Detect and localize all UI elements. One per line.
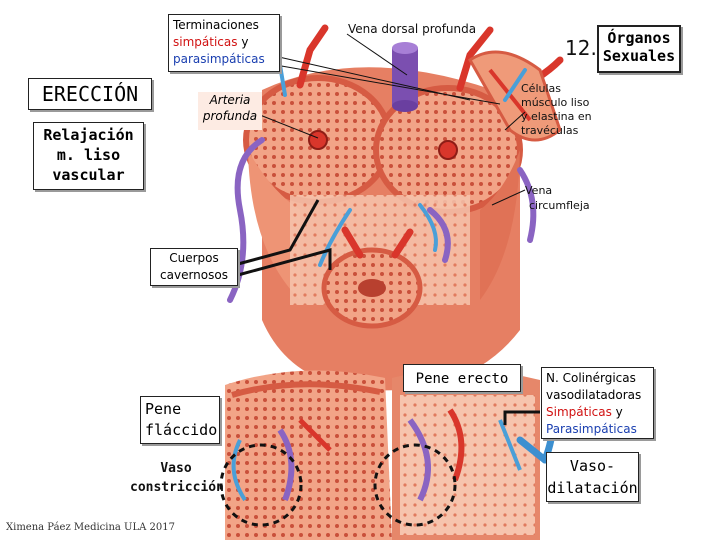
n-colinergicas-line2: vasodilatadoras [546,388,642,402]
arteria-line1: Arteria [209,93,251,107]
n-colinergicas-label: N. Colinérgicas vasodilatadoras Simpátic… [541,367,654,439]
subtitle-line1: Relajación [43,126,134,144]
vena-circumfleja-label: Vena circumfleja [525,183,590,213]
vaso-constriccion-line1: Vaso [160,461,192,476]
cuerpos-line2: cavernosos [160,268,228,282]
cuerpos-line1: Cuerpos [169,251,219,265]
main-title-box: ERECCIÓN [28,78,152,110]
slide-number: 12. [565,36,597,60]
header-line2: Sexuales [602,47,676,65]
arteria-label: Arteria profunda [198,92,262,130]
n-colinergicas-line1: N. Colinérgicas [546,371,636,385]
pene-flaccido-line1: Pene [145,400,182,418]
n-colinergicas-y: y [611,405,623,419]
credit: Ximena Páez Medicina ULA 2017 [6,522,175,533]
penis-cross-section [243,67,523,391]
arteria-line2: profunda [202,109,258,123]
vena-circ-line1: Vena [525,184,553,197]
vena-circ-line2: circumfleja [529,199,590,212]
pointer-lines [237,33,540,425]
header-box: Órganos Sexuales [597,25,681,73]
terminaciones-line2: simpáticas y [173,34,275,51]
erect-tissue-panel [392,369,540,540]
celulas-label: Células músculo liso y elastina en travé… [521,82,592,138]
pene-erecto-label: Pene erecto [403,364,521,392]
vena-dorsal-label: Vena dorsal profunda [348,22,477,36]
flaccid-tissue-panel [225,370,392,540]
pene-erecto-text: Pene erecto [415,371,509,387]
pene-flaccido-line2: fláccido [145,421,218,439]
terminaciones-label: Terminaciones simpáticas y parasimpática… [168,14,280,72]
vasodilatacion-line2: dilatación [547,479,638,497]
terminaciones-simpaticas: simpáticas [173,35,238,49]
terminaciones-line1: Terminaciones [173,18,259,32]
vaso-constriccion-line2: constricción [130,480,224,495]
terminaciones-parasimpaticas: parasimpáticas [173,52,265,66]
vasodilatacion-label: Vaso- dilatación [546,452,639,502]
dashed-circle-constriction [219,443,303,527]
terminaciones-y: y [237,35,249,49]
celulas-line3: y elastina en [521,110,592,123]
dorsal-vein [392,42,418,112]
celulas-line1: Células [521,82,562,95]
n-colinergicas-line3: Simpáticas y [546,404,649,421]
subtitle-line3: vascular [52,166,125,184]
subtitle-line2: m. liso [56,146,121,164]
vaso-constriccion-label: Vaso constricción [130,459,224,497]
subtitle-box: Relajación m. liso vascular [33,122,144,190]
vasodilatacion-line1: Vaso- [569,457,616,475]
main-title: ERECCIÓN [41,82,139,106]
celulas-line4: travéculas [521,124,579,137]
n-colinergicas-parasimpaticas: Parasimpáticas [546,422,637,436]
celulas-line2: músculo liso [521,96,590,109]
header-line1: Órganos [607,29,671,47]
cuerpos-label: Cuerpos cavernosos [150,248,238,286]
dashed-circle-dilation [373,443,457,527]
n-colinergicas-simpaticas: Simpáticas [546,405,612,419]
pene-flaccido-label: Pene fláccido [140,396,220,444]
